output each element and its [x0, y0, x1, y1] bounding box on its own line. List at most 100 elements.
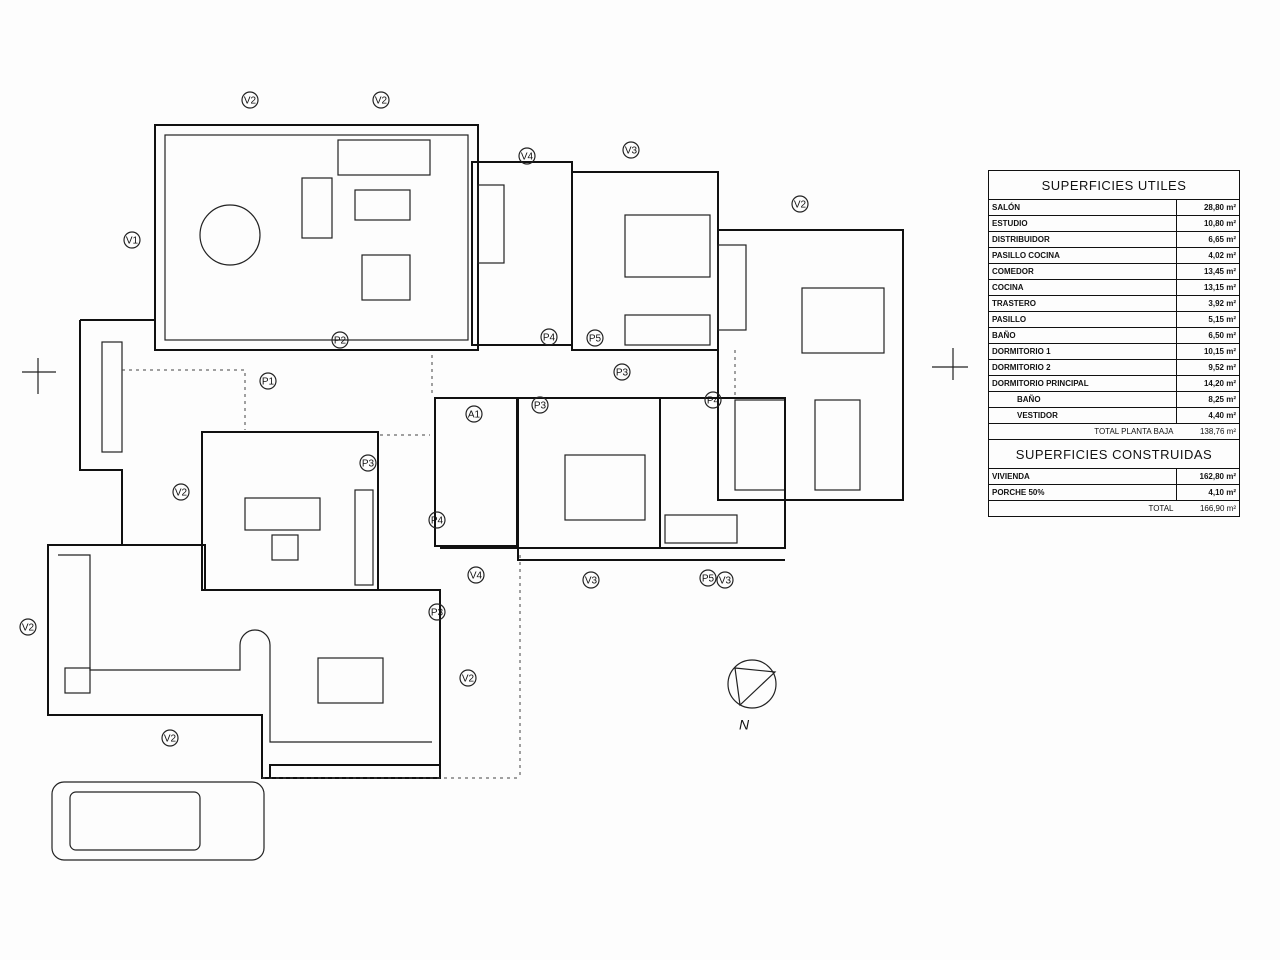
room-area: 13,15 m²: [1176, 279, 1240, 296]
label-marker: [716, 571, 734, 589]
room-area: 10,15 m²: [1176, 343, 1240, 360]
label-marker: [586, 329, 604, 347]
cocina-comedor: [47, 544, 441, 779]
room-area: 14,20 m²: [1176, 375, 1240, 392]
total-planta-label: TOTAL PLANTA BAJA: [988, 423, 1177, 440]
label-marker: [467, 566, 485, 584]
room-area: 3,92 m²: [1176, 295, 1240, 312]
room-name: VIVIENDA: [988, 468, 1177, 485]
label-marker: [428, 603, 446, 621]
room-area: 8,25 m²: [1176, 391, 1240, 408]
label-marker: [161, 729, 179, 747]
plan-label: V2: [22, 623, 35, 634]
label-marker: [791, 195, 809, 213]
room-name: DORMITORIO 1: [988, 343, 1177, 360]
room-area: 4,02 m²: [1176, 247, 1240, 264]
room-area: 4,10 m²: [1176, 484, 1240, 501]
plan-label: P4: [543, 333, 556, 344]
porche: [79, 319, 155, 545]
plan-label: V3: [625, 146, 638, 157]
table-row: PORCHE 50%4,10 m²: [988, 484, 1240, 501]
label-marker: [241, 91, 259, 109]
room-name: DISTRIBUIDOR: [988, 231, 1177, 248]
plan-label: V2: [164, 734, 177, 745]
label-marker: [459, 669, 477, 687]
plan-label: P2: [334, 336, 347, 347]
plan-label: A1: [468, 410, 481, 421]
plan-label: P3: [431, 608, 444, 619]
title-construidas: SUPERFICIES CONSTRUIDAS: [988, 439, 1240, 469]
bano: [471, 161, 573, 346]
room-name: PORCHE 50%: [988, 484, 1177, 501]
bano-2: [659, 397, 786, 549]
label-marker: [259, 372, 277, 390]
plan-label: P5: [589, 334, 602, 345]
plan-label: V4: [470, 571, 483, 582]
plan-label: V3: [585, 576, 598, 587]
label-marker: [19, 618, 37, 636]
label-marker: [518, 147, 536, 165]
plan-label: P3: [616, 368, 629, 379]
total-label: TOTAL: [988, 500, 1177, 517]
label-marker: [123, 231, 141, 249]
label-marker: [372, 91, 390, 109]
plan-label: P5: [702, 574, 715, 585]
plan-label: P1: [262, 377, 275, 388]
label-marker: [331, 331, 349, 349]
room-name: PASILLO COCINA: [988, 247, 1177, 264]
label-marker: [540, 328, 558, 346]
room-area: 162,80 m²: [1176, 468, 1240, 485]
room-name: COMEDOR: [988, 263, 1177, 280]
north-arrow: N: [727, 659, 777, 733]
crosshair-marks: [22, 348, 968, 394]
room-name: VESTIDOR: [988, 407, 1177, 424]
label-marker: [704, 391, 722, 409]
plan-label: V2: [462, 674, 475, 685]
room-name: SALÓN: [988, 199, 1177, 216]
label-marker: [465, 405, 483, 423]
room-area: 6,65 m²: [1176, 231, 1240, 248]
salon: [154, 124, 479, 351]
plan-label: P3: [362, 459, 375, 470]
dormitorio-1: [517, 397, 661, 549]
room-name: BAÑO: [988, 391, 1177, 408]
room-name: PASILLO: [988, 311, 1177, 328]
label-marker: [622, 141, 640, 159]
label-marker: [613, 363, 631, 381]
room-area: 28,80 m²: [1176, 199, 1240, 216]
label-marker: [359, 454, 377, 472]
estudio: [201, 431, 379, 591]
plan-label: P3: [534, 401, 547, 412]
label-marker: [531, 396, 549, 414]
room-name: TRASTERO: [988, 295, 1177, 312]
svg-text:N: N: [739, 717, 750, 733]
plan-label: V4: [521, 152, 534, 163]
label-marker: [172, 483, 190, 501]
title-utiles: SUPERFICIES UTILES: [988, 170, 1240, 200]
room-area: 10,80 m²: [1176, 215, 1240, 232]
dormitorio-principal: [717, 229, 904, 501]
room-area: 5,15 m²: [1176, 311, 1240, 328]
room-area: 13,45 m²: [1176, 263, 1240, 280]
room-name: ESTUDIO: [988, 215, 1177, 232]
plan-label: V1: [126, 236, 139, 247]
plan-label: P4: [431, 516, 444, 527]
plan-label: V2: [244, 96, 257, 107]
